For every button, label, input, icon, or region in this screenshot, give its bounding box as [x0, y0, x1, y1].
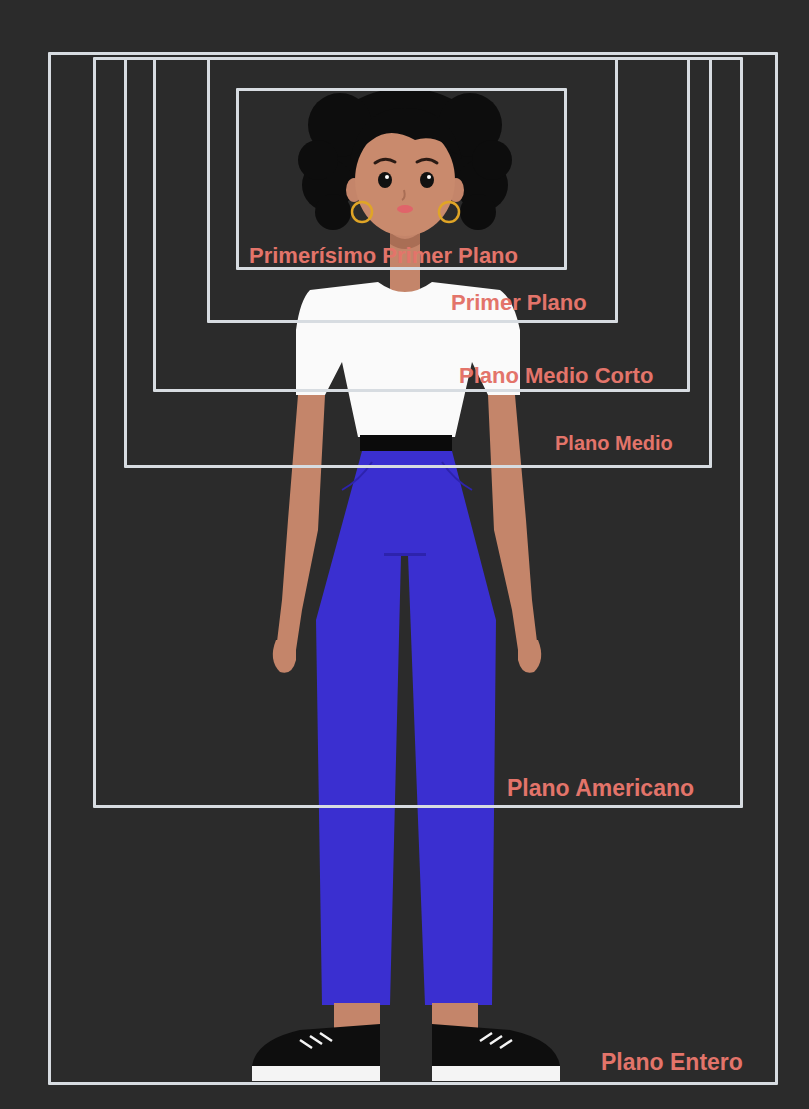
arm	[488, 395, 538, 650]
shot-label: Plano Medio Corto	[459, 363, 653, 388]
shot-frame: Plano Americano Plano Medio Plano Medio Co…	[93, 57, 743, 808]
laces	[480, 1033, 512, 1048]
eye-highlight	[427, 175, 431, 179]
pants	[316, 451, 496, 1005]
hair-bangs	[350, 108, 462, 160]
shot-label: Plano Entero	[601, 1049, 743, 1075]
shot-frame: Primer Plano Primerísimo Primer Plano	[207, 57, 618, 323]
shot-label: Plano Medio	[555, 432, 673, 455]
sole	[252, 1066, 380, 1081]
shot-label: Primer Plano	[451, 290, 587, 315]
shoe	[432, 1024, 560, 1080]
belt	[360, 435, 452, 451]
eyebrow	[417, 159, 437, 163]
laces	[300, 1033, 332, 1048]
hand	[518, 640, 541, 673]
sole	[432, 1066, 560, 1081]
eyebrow	[375, 159, 395, 163]
eye	[378, 172, 392, 188]
seam	[384, 553, 426, 556]
shot-label: Plano Americano	[507, 775, 694, 801]
shot-frame: Plano Medio Corto Primer Plano Primerísimo…	[153, 57, 690, 392]
shot-label: Primerísimo Primer Plano	[249, 243, 518, 268]
eye	[420, 172, 434, 188]
earring	[352, 202, 372, 222]
eye-highlight	[385, 175, 389, 179]
arm	[276, 395, 325, 650]
nose	[402, 190, 405, 200]
shot-frame: Plano Medio Plano Medio Corto Primer Plano…	[124, 57, 712, 468]
shot-frame: Plano EnteroPlano AmericanoPlano MedioPl…	[48, 52, 778, 1085]
hand	[273, 640, 296, 673]
shoe	[252, 1024, 380, 1080]
mouth	[397, 205, 413, 213]
earring	[439, 202, 459, 222]
shot-frame: Primerísimo Primer Plano	[236, 88, 567, 270]
